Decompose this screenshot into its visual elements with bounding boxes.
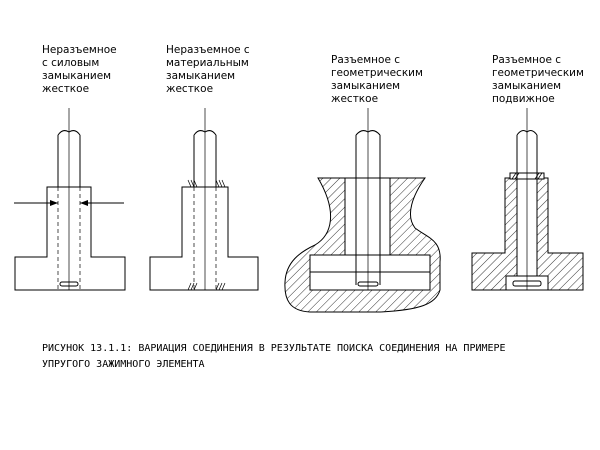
panel-4-geometric-movable: Разъемное с геометрическим замыканием по… — [471, 54, 584, 291]
panel-1-base-body — [14, 186, 126, 291]
panel-2-material-closure: Неразъемное с материальным замыканием же… — [149, 44, 259, 291]
panel-1-rod — [57, 108, 81, 290]
panel-3-label-line-4: жесткое — [331, 93, 378, 105]
panel-2-rod — [193, 108, 217, 290]
panel-1-force-closure: Неразъемное с силовым замыканием жесткое — [14, 44, 126, 291]
panel-3-rod — [355, 108, 381, 290]
panel-2-label-line-2: материальным — [166, 57, 249, 69]
panel-2-label-line-3: замыканием — [166, 70, 235, 82]
panel-2-label-line-1: Неразъемное с — [166, 44, 250, 56]
panel-1-label-line-3: замыканием — [42, 70, 111, 82]
panel-2-base-body — [149, 186, 259, 291]
caption-line-1: РИСУНОК 13.1.1: ВАРИАЦИЯ СОЕДИНЕНИЯ В РЕ… — [42, 343, 506, 354]
panel-4-rod — [516, 108, 538, 290]
panel-1-label-line-4: жесткое — [42, 83, 89, 95]
panel-4-label-line-3: замыканием — [492, 80, 561, 92]
panel-3-label-line-3: замыканием — [331, 80, 400, 92]
caption-line-2: УПРУГОГО ЗАЖИМНОГО ЭЛЕМЕНТА — [42, 359, 205, 370]
panel-1-label-line-1: Неразъемное — [42, 44, 117, 56]
panel-3-label-line-1: Разъемное с — [331, 54, 400, 66]
panel-4-label-line-2: геометрическим — [492, 67, 584, 79]
panel-4-housing — [471, 177, 584, 291]
panel-4-label-line-1: Разъемное с — [492, 54, 561, 66]
panel-3-geometric-rigid: Разъемное с геометрическим замыканием же… — [284, 54, 441, 313]
panel-1-label-line-2: с силовым — [42, 57, 99, 69]
figure-caption: РИСУНОК 13.1.1: ВАРИАЦИЯ СОЕДИНЕНИЯ В РЕ… — [42, 343, 506, 370]
panel-3-label-line-2: геометрическим — [331, 67, 423, 79]
panel-2-label-line-4: жесткое — [166, 83, 213, 95]
panel-3-inner-clamp — [344, 177, 391, 256]
panel-2-weld-seams — [187, 179, 226, 291]
panel-4-label-line-4: подвижное — [492, 93, 555, 105]
